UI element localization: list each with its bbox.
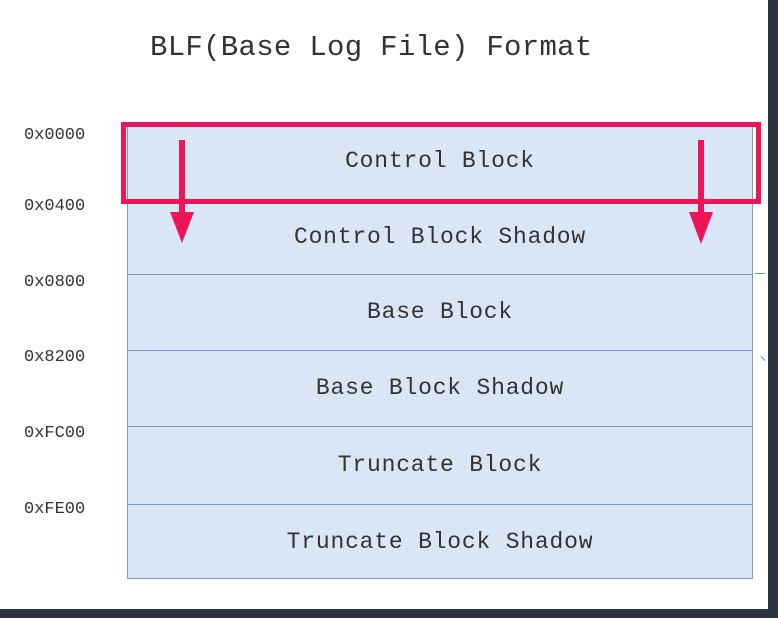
block-divider [128, 350, 752, 351]
diagram-title: BLF(Base Log File) Format [150, 31, 593, 64]
offset-label: 0xFC00 [24, 424, 86, 443]
offset-label: 0x0400 [24, 197, 86, 216]
block-divider [128, 504, 752, 505]
control-block-shadow: Control Block Shadow [293, 223, 587, 250]
down-arrow-icon [689, 140, 713, 244]
control-block: Control Block [345, 148, 535, 174]
edge-tick-mark [760, 356, 766, 361]
down-arrow-icon [170, 140, 194, 243]
base-block-shadow: Base Block Shadow [315, 375, 565, 401]
offset-label: 0x0800 [24, 273, 86, 292]
truncate-block: Truncate Block [337, 452, 543, 478]
diagram-canvas: BLF(Base Log File) Format 0x0000 0x0400 … [0, 0, 768, 609]
blf-block-stack: Control Block Control Block Shadow Base … [127, 123, 753, 579]
offset-label: 0x8200 [24, 348, 86, 367]
offset-label: 0x0000 [24, 126, 86, 145]
base-block: Base Block [366, 299, 514, 325]
offset-label: 0xFE00 [24, 500, 86, 519]
block-divider [128, 274, 752, 275]
block-divider [128, 426, 752, 427]
truncate-block-shadow: Truncate Block Shadow [286, 529, 594, 555]
edge-tick-mark [755, 273, 765, 274]
